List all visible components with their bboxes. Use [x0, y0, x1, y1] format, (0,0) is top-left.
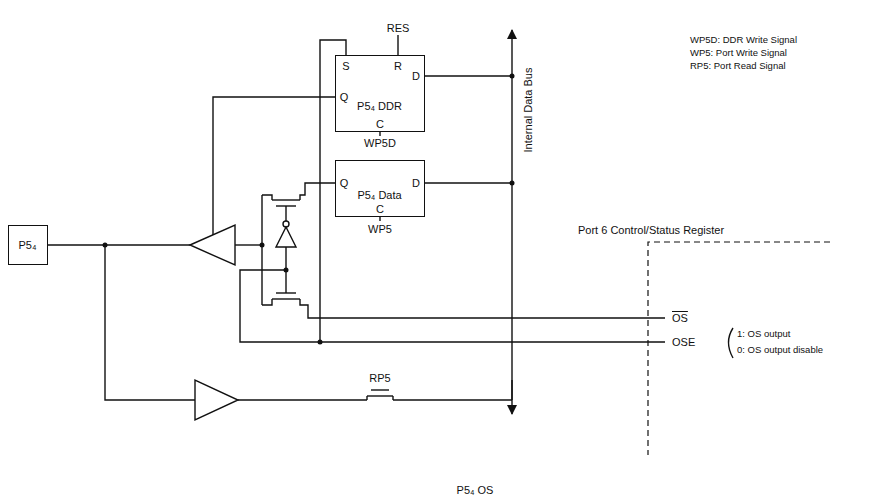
pin-label: D	[412, 70, 420, 82]
wire-stroke	[260, 243, 265, 248]
wire-stroke	[103, 243, 108, 248]
bus-label: Internal Data Bus	[522, 68, 534, 153]
wire-stroke	[397, 35, 398, 55]
wire-stroke	[48, 244, 190, 245]
bit-note: 1: OS output	[737, 328, 790, 340]
wire-stroke	[300, 183, 335, 200]
wire-stroke	[511, 380, 512, 414]
node-label: P5₄	[19, 239, 37, 251]
port-pin-box: P5₄	[8, 225, 48, 265]
pin-label: S	[342, 60, 349, 72]
wire-stroke	[425, 75, 512, 76]
pin-label: C	[376, 118, 384, 130]
signal-name: WP5	[368, 223, 392, 235]
wire-stroke	[276, 227, 296, 247]
pin-label: Q	[340, 177, 349, 189]
signal-name: RES	[387, 22, 410, 34]
wire-stroke	[300, 299, 665, 318]
wire-stroke	[272, 199, 300, 200]
wire-stroke	[729, 328, 734, 358]
wire-stroke	[262, 195, 272, 200]
wire-stroke	[371, 389, 389, 390]
wire-stroke	[261, 195, 262, 305]
pin-label: Q	[340, 91, 349, 103]
junction-dots	[103, 74, 515, 345]
node-label: P5₄ Data	[357, 189, 401, 201]
wire-stroke	[276, 292, 296, 293]
wire-stroke	[511, 30, 512, 400]
pin-label: D	[412, 177, 420, 189]
legend-note: WP5D: DDR Write Signal	[690, 34, 797, 46]
bit-note: 0: OS output disable	[737, 344, 823, 356]
wire-stroke	[284, 268, 289, 273]
wire-stroke	[425, 182, 512, 183]
pin-label: R	[394, 60, 402, 72]
wire-stroke	[379, 217, 380, 221]
wire-stroke	[510, 181, 515, 186]
wire-stroke	[262, 299, 272, 305]
figure-caption: P5₄ OS	[457, 484, 494, 496]
wire-stroke	[367, 395, 393, 396]
wire-stroke	[285, 206, 286, 221]
signal-name: RP5	[369, 372, 390, 384]
signal-name: OSE	[672, 336, 695, 348]
wire-stroke	[379, 132, 380, 136]
wire-stroke	[510, 74, 515, 79]
wire-stroke	[195, 380, 238, 420]
wire-stroke	[240, 270, 665, 342]
pin-label: C	[376, 203, 384, 215]
wire-stroke	[318, 340, 323, 345]
node-label: P5₄ DDR	[357, 100, 402, 112]
legend-note: RP5: Port Read Signal	[690, 60, 786, 72]
wire-stroke	[238, 399, 367, 400]
legend-note: WP5: Port Write Signal	[690, 47, 787, 59]
wire-stroke	[213, 97, 335, 235]
wire-stroke	[648, 242, 830, 455]
wire-stroke	[393, 399, 512, 400]
signal-name: WP5D	[364, 137, 396, 149]
register-label: Port 6 Control/Status Register	[578, 224, 724, 236]
signal-name: OS	[672, 312, 688, 324]
wire-stroke	[235, 244, 262, 245]
wires	[48, 30, 830, 455]
wire-stroke	[105, 245, 195, 400]
wire-stroke	[272, 298, 300, 299]
